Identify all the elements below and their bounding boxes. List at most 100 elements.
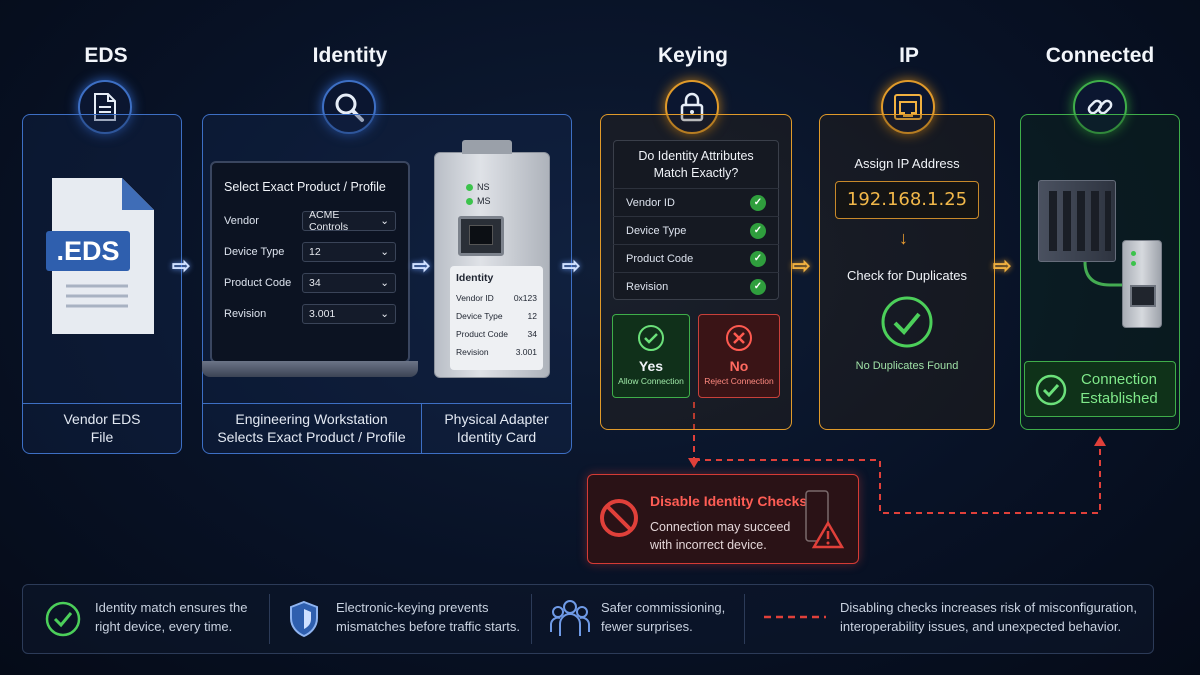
check-circle-icon xyxy=(880,295,934,349)
workstation-caption: Engineering Workstation Selects Exact Pr… xyxy=(217,411,406,445)
check-label: Product Code xyxy=(626,252,694,265)
warning-box: Disable Identity Checks Connection may s… xyxy=(587,474,859,564)
card-value: 0x123 xyxy=(513,293,537,303)
chevron-down-icon: ⌄ xyxy=(380,276,389,289)
legend-divider xyxy=(744,594,745,644)
form-row-product-code: Product Code 34 ⌄ xyxy=(224,267,396,298)
adapter-icon xyxy=(1122,240,1162,328)
card-row: Device Type 12 xyxy=(456,307,537,325)
form-row-revision: Revision 3.001 ⌄ xyxy=(224,298,396,329)
device-type-value: 12 xyxy=(309,245,321,258)
vendor-value: ACME Controls xyxy=(309,208,349,233)
rj45-port-icon xyxy=(458,216,504,256)
legend-text-keying: Electronic-keying prevents mismatches be… xyxy=(336,600,520,634)
yes-label: Yes xyxy=(638,358,664,374)
arrow-right-icon: ⇨ xyxy=(993,253,1012,278)
laptop-base xyxy=(202,361,418,377)
legend-bar xyxy=(22,584,1154,654)
arrow-right-icon: ⇨ xyxy=(792,253,811,278)
identity-divider xyxy=(202,403,572,404)
no-sub: Reject Connection xyxy=(704,376,774,386)
connection-status-box: Connection Established xyxy=(1024,361,1176,417)
product-code-value: 34 xyxy=(309,276,321,289)
document-icon xyxy=(78,80,132,134)
led-ns-label: NS xyxy=(477,182,490,192)
no-box: No Reject Connection xyxy=(698,314,780,398)
identity-vdivider xyxy=(421,403,422,454)
chevron-down-icon: ⌄ xyxy=(380,245,389,258)
duplicate-check-title: Check for Duplicates xyxy=(847,268,967,283)
form-row-device-type: Device Type 12 ⌄ xyxy=(224,236,396,267)
vendor-select[interactable]: ACME Controls⌄ xyxy=(302,208,396,233)
ip-address-field: 192.168.1.25 xyxy=(835,181,979,219)
chevron-down-icon: ⌄ xyxy=(380,307,389,320)
device-type-select[interactable]: 12 ⌄ xyxy=(302,241,396,262)
stage-title-ip: IP xyxy=(899,44,919,67)
card-value: 12 xyxy=(527,311,537,321)
form-label-device-type: Device Type xyxy=(224,245,285,258)
form-label-revision: Revision xyxy=(224,307,267,320)
eds-file-badge: .EDS xyxy=(46,231,130,271)
revision-select[interactable]: 3.001 ⌄ xyxy=(302,303,396,324)
warning-title: Disable Identity Checks xyxy=(650,493,808,509)
check-circle-icon xyxy=(45,601,81,637)
adapter-top-clip xyxy=(462,140,512,154)
duplicate-result: No Duplicates Found xyxy=(855,360,959,372)
check-label: Revision xyxy=(626,280,669,293)
led-ns-icon xyxy=(466,183,473,191)
arrow-down-icon: ↓ xyxy=(899,228,908,248)
connection-status: Connection Established xyxy=(1080,371,1158,407)
product-code-select[interactable]: 34 ⌄ xyxy=(302,272,396,293)
faded-device-warning-icon xyxy=(805,490,845,549)
form-row-vendor: Vendor ACME Controls⌄ xyxy=(224,205,396,236)
card-value: 34 xyxy=(527,329,537,339)
stage-title-identity: Identity xyxy=(312,44,388,67)
keying-check-list: Vendor ID✓ Device Type✓ Product Code✓ Re… xyxy=(613,188,779,300)
card-label: Device Type xyxy=(456,311,503,321)
yes-box: Yes Allow Connection xyxy=(612,314,690,398)
search-icon xyxy=(322,80,376,134)
identity-card: Identity Vendor ID 0x123 Device Type 12 Pr… xyxy=(450,266,543,370)
arrow-right-icon: ⇨ xyxy=(172,253,191,278)
form-label-vendor: Vendor xyxy=(224,214,259,227)
check-row-product-code: Product Code ✓ xyxy=(613,244,779,272)
led-ms: MS xyxy=(466,196,491,206)
card-row: Vendor ID 0x123 xyxy=(456,289,537,307)
x-circle-icon xyxy=(726,325,752,351)
identity-card-title: Identity xyxy=(456,272,494,284)
check-icon: ✓ xyxy=(750,194,766,211)
legend-text-identity: Identity match ensures the right device,… xyxy=(95,600,248,634)
eds-divider xyxy=(22,403,182,404)
led-ms-icon xyxy=(466,197,473,205)
legend-divider xyxy=(531,594,532,644)
workstation-form: Vendor ACME Controls⌄ Device Type 12⌄ Pr… xyxy=(224,205,396,329)
check-icon: ✓ xyxy=(750,250,766,267)
legend-text-commissioning: Safer commissioning, fewer surprises. xyxy=(601,600,726,634)
ip-panel xyxy=(819,114,995,430)
check-icon: ✓ xyxy=(750,278,766,295)
team-icon xyxy=(550,600,590,636)
check-icon: ✓ xyxy=(750,222,766,239)
check-circle-icon xyxy=(638,325,664,351)
ethernet-port-icon xyxy=(881,80,935,134)
card-value: 3.001 xyxy=(515,347,537,357)
dashed-line-icon xyxy=(764,615,826,619)
stage-title-connected: Connected xyxy=(1045,44,1155,67)
adapter-caption: Physical Adapter Identity Card xyxy=(444,411,549,445)
revision-value: 3.001 xyxy=(309,307,336,320)
legend-divider xyxy=(269,594,270,644)
ip-title: Assign IP Address xyxy=(854,156,960,171)
shield-icon xyxy=(290,600,318,638)
eds-caption: Vendor EDS File xyxy=(63,411,141,445)
yes-sub: Allow Connection xyxy=(618,376,684,386)
no-label: No xyxy=(729,358,749,374)
workstation-title: Select Exact Product / Profile xyxy=(224,180,386,194)
lock-icon xyxy=(665,80,719,134)
card-label: Vendor ID xyxy=(456,293,494,303)
laptop-screen xyxy=(210,161,410,363)
keying-question: Do Identity Attributes Match Exactly? xyxy=(638,149,754,180)
form-label-product-code: Product Code xyxy=(224,276,292,289)
